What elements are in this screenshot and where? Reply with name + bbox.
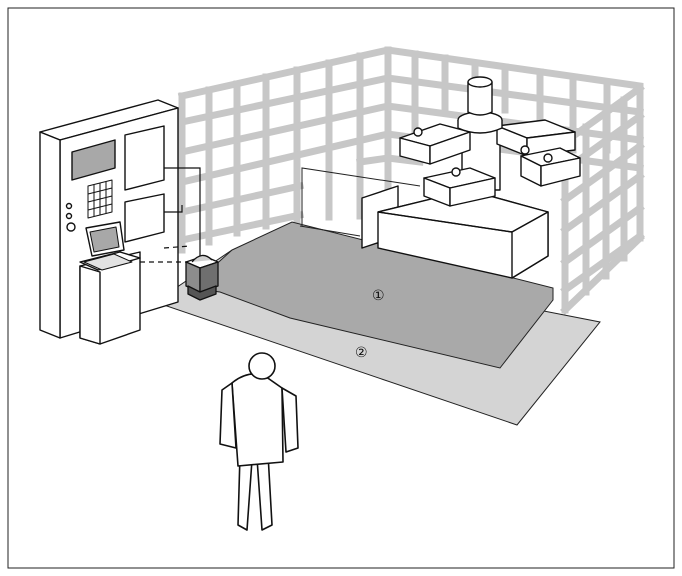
- gantry-robot-icon: [361, 76, 581, 279]
- cabinet-button: [65, 202, 73, 210]
- person-icon: [219, 352, 299, 531]
- zone-2-label: ②: [355, 345, 368, 361]
- safety-laser-scanner-icon: [185, 254, 219, 301]
- cabinet-button: [65, 212, 73, 220]
- zone-1-label: ①: [372, 288, 385, 304]
- cabinet-screen: [71, 139, 116, 181]
- guard-panel: [299, 167, 421, 237]
- operator-terminal-icon: [79, 221, 141, 345]
- cabinet-keypad: [87, 179, 113, 219]
- cabinet-key-switch: [66, 222, 76, 232]
